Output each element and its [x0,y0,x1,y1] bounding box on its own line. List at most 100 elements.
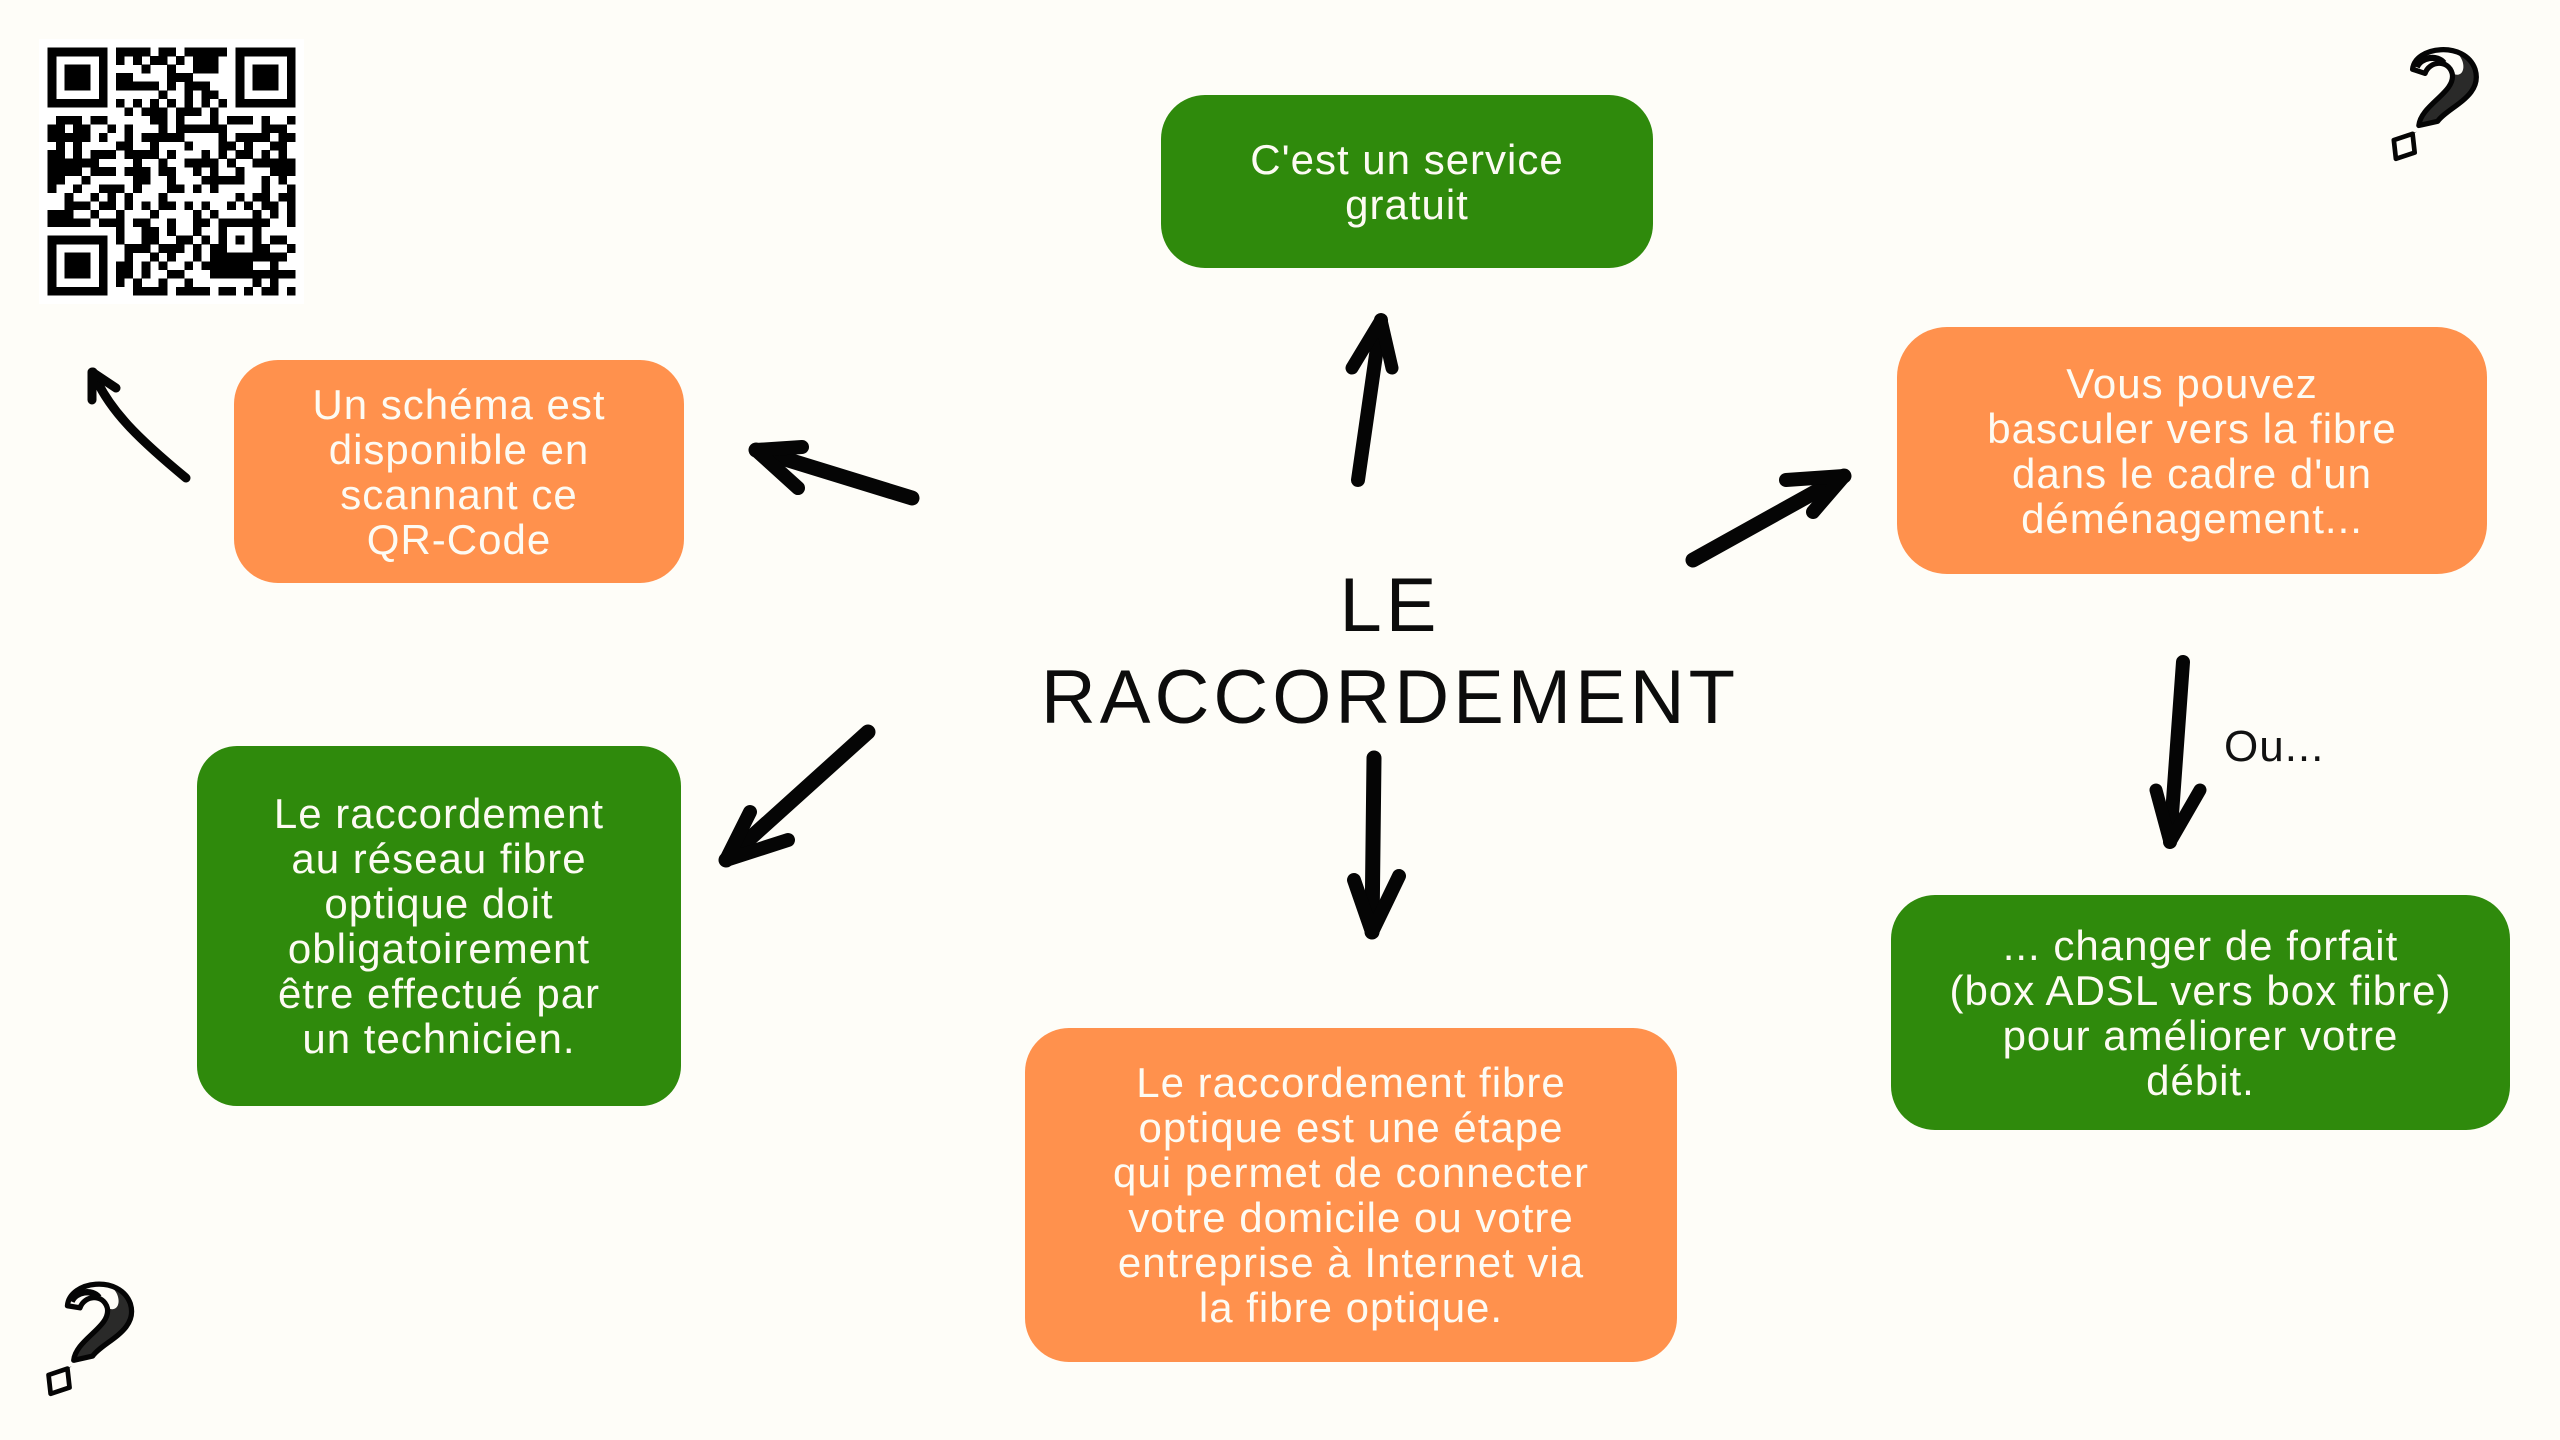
qr-module [209,90,219,100]
qr-module [115,218,125,228]
qr-module [133,244,142,253]
qr-module [133,81,142,91]
arrow-down-or-icon [2149,655,2207,849]
qr-module [252,235,262,245]
qr-module [150,209,159,219]
qr-module [192,209,202,219]
qr-module [269,64,279,74]
qr-module [167,175,176,185]
qr-module [278,269,288,279]
qr-module [107,167,117,176]
qr-module [209,269,219,279]
qr-module [227,218,236,228]
qr-module [141,286,151,296]
qr-module [107,201,117,211]
qr-module [124,244,134,253]
qr-module [286,286,296,296]
qr-module [64,269,74,279]
qr-module [218,175,228,185]
qr-module [167,150,176,159]
qr-module [235,98,245,108]
qr-module [167,64,176,74]
qr-module [286,64,296,74]
qr-module [124,150,134,159]
qr-module [90,192,100,202]
qr-module [286,73,296,82]
qr-module [124,201,134,211]
qr-module [261,158,270,168]
qr-module [56,124,65,134]
qr-module [124,192,134,202]
qr-module [115,56,125,65]
qr-module [98,184,108,194]
qr-module [235,47,245,57]
qr-module [269,201,279,211]
qr-module [90,98,100,108]
qr-module [269,124,279,134]
qr-module [218,261,228,270]
qr-module [184,158,194,168]
box-text-line: un technicien. [302,1015,576,1062]
qr-module [47,261,57,270]
qr-module [278,47,288,57]
qr-module [261,73,270,82]
box-text-line: Vous pouvez [2066,359,2318,407]
qr-module [115,278,125,288]
qr-module [150,286,159,296]
qr-module [184,73,194,82]
qr-module [184,124,194,134]
arrow-up-right-icon [1685,468,1852,568]
qr-module [235,81,245,91]
qr-module [286,133,296,142]
qr-module [278,192,288,202]
qr-code-icon[interactable] [39,39,304,304]
qr-module [209,184,219,194]
qr-module [235,218,245,228]
qr-module [244,150,253,159]
qr-module [47,98,57,108]
qr-module [98,98,108,108]
qr-module [90,115,100,125]
qr-module [90,209,100,219]
qr-module [252,73,262,82]
qr-module [286,201,296,211]
qr-module [81,175,91,185]
qr-module [64,81,74,91]
arrow-down-icon [1347,750,1406,940]
qr-module [184,261,194,270]
qr-module [175,184,185,194]
qr-module [107,218,117,228]
qr-module [98,73,108,82]
qr-module [244,261,253,270]
qr-module [278,124,288,134]
qr-module [141,167,151,176]
qr-module [252,47,262,57]
qr-module [90,150,100,159]
qr-module [227,175,236,185]
qr-module [269,158,279,168]
qr-module [133,150,142,159]
qr-module [141,261,151,270]
qr-module [261,192,270,202]
qr-module [47,167,57,176]
qr-module [192,167,202,176]
qr-module [124,252,134,262]
qr-module [141,175,151,185]
qr-module [56,167,65,176]
qr-module [269,141,279,151]
qr-module [201,261,211,270]
qr-module [244,201,253,211]
qr-module [150,107,159,117]
qr-module [261,47,270,57]
qr-module [158,192,168,202]
info-box-qr-code: Un schéma est disponible en scannant ce … [234,360,684,583]
qr-module [184,81,194,91]
qr-module [252,269,262,279]
qr-module [252,192,262,202]
qr-module [192,81,202,91]
qr-module [158,133,168,142]
qr-module [158,278,168,288]
qr-module [98,269,108,279]
qr-module [286,167,296,176]
qr-module [56,98,65,108]
